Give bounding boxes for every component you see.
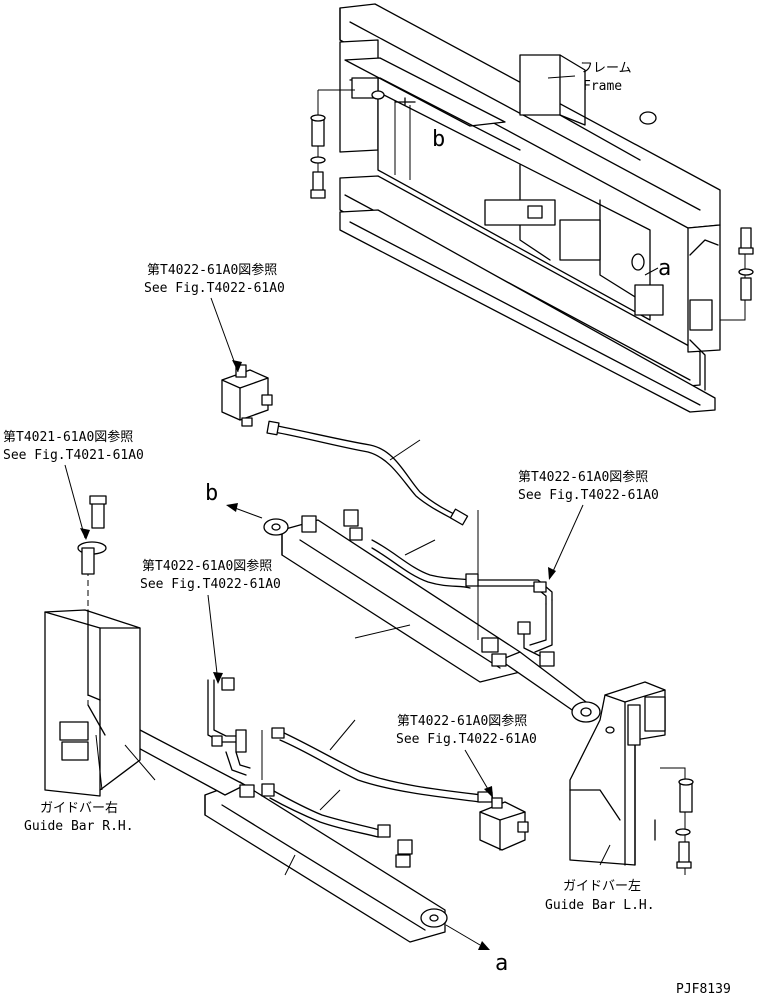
label-guide-rh-jp: ガイドバー右 (40, 801, 118, 816)
frame-bolts-left (310, 89, 355, 199)
label-guide-lh-jp: ガイドバー左 (563, 879, 641, 894)
label-ref-mid-jp: 第T4022-61A0図参照 (142, 558, 272, 574)
label-guide-rh-en: Guide Bar R.H. (24, 819, 134, 834)
label-ref-right-jp: 第T4022-61A0図参照 (518, 469, 648, 485)
cylinder-upper (263, 509, 601, 723)
label-guide-lh-en: Guide Bar L.H. (545, 898, 655, 913)
guide-bar-lh-bolts (660, 767, 694, 875)
mark-b-arrow: b (205, 481, 218, 506)
mark-a-arrow: a (495, 951, 508, 976)
arrow-frame-a (644, 267, 659, 276)
arrow-a (445, 924, 490, 950)
label-ref-top-en: See Fig.T4022-61A0 (144, 281, 285, 296)
elbow-fitting-lower (207, 677, 251, 776)
guide-bar-lh (569, 681, 666, 866)
hose-middle (371, 539, 555, 667)
label-ref-left-jp: 第T4021-61A0図参照 (3, 429, 133, 445)
label-ref-right-en: See Fig.T4022-61A0 (518, 488, 659, 503)
frame-assembly (339, 3, 721, 413)
hose-lower (261, 727, 493, 838)
flow-valve-upper (221, 364, 273, 427)
label-frame-en: Frame (583, 79, 622, 94)
label-ref-top-jp: 第T4022-61A0図参照 (147, 262, 277, 278)
label-frame-jp: フレーム (580, 61, 632, 76)
label-ref-bottom-jp: 第T4022-61A0図参照 (397, 713, 527, 729)
label-ref-bottom-en: See Fig.T4022-61A0 (396, 732, 537, 747)
drawing-number: PJF8139 (676, 982, 731, 996)
hose-upper (266, 420, 469, 526)
leader-lines (64, 75, 611, 876)
label-ref-left-en: See Fig.T4021-61A0 (3, 448, 144, 463)
mark-a-frame: a (658, 256, 671, 281)
guide-bar-rh (44, 570, 141, 797)
arrow-b (226, 503, 263, 519)
cylinder-lower (110, 727, 448, 943)
frame-bolts-right (720, 227, 754, 321)
label-ref-mid-en: See Fig.T4022-61A0 (140, 577, 281, 592)
guide-bar-rh-bolt (77, 495, 107, 575)
flow-valve-lower (479, 797, 529, 851)
mark-b-frame: b (432, 127, 445, 152)
